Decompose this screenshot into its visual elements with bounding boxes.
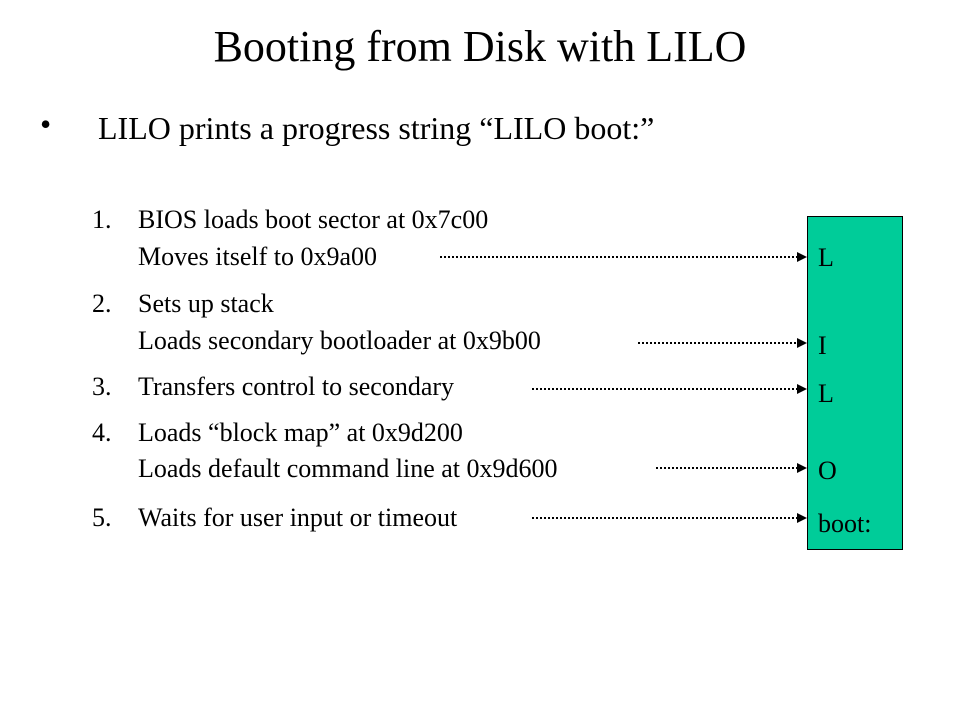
step-3-number: 3. bbox=[92, 372, 112, 401]
progress-label-L1: L bbox=[818, 243, 834, 272]
step-1-number: 1. bbox=[92, 205, 112, 234]
progress-label-boot: boot: bbox=[818, 509, 872, 538]
step-3-line-1: Transfers control to secondary bbox=[138, 372, 455, 401]
step-4-line-2: Loads default command line at 0x9d600 bbox=[138, 454, 558, 483]
step-4-number: 4. bbox=[92, 418, 112, 447]
step-2-line-1: Sets up stack bbox=[138, 289, 274, 318]
bullet-dot: • bbox=[40, 106, 52, 142]
bullet-text: LILO prints a progress string “LILO boot… bbox=[98, 110, 655, 146]
progress-label-I: I bbox=[818, 331, 827, 360]
progress-label-O: O bbox=[818, 456, 837, 485]
step-5-line-1: Waits for user input or timeout bbox=[138, 503, 458, 532]
step-4-line-1: Loads “block map” at 0x9d200 bbox=[138, 418, 463, 447]
progress-label-L2: L bbox=[818, 379, 834, 408]
progress-string-box bbox=[807, 216, 903, 550]
step-2-line-2: Loads secondary bootloader at 0x9b00 bbox=[138, 326, 541, 355]
slide-title: Booting from Disk with LILO bbox=[213, 22, 747, 71]
step-5-number: 5. bbox=[92, 503, 112, 532]
step-1-line-2: Moves itself to 0x9a00 bbox=[138, 242, 378, 271]
step-1-line-1: BIOS loads boot sector at 0x7c00 bbox=[138, 205, 489, 234]
step-2-number: 2. bbox=[92, 289, 112, 318]
